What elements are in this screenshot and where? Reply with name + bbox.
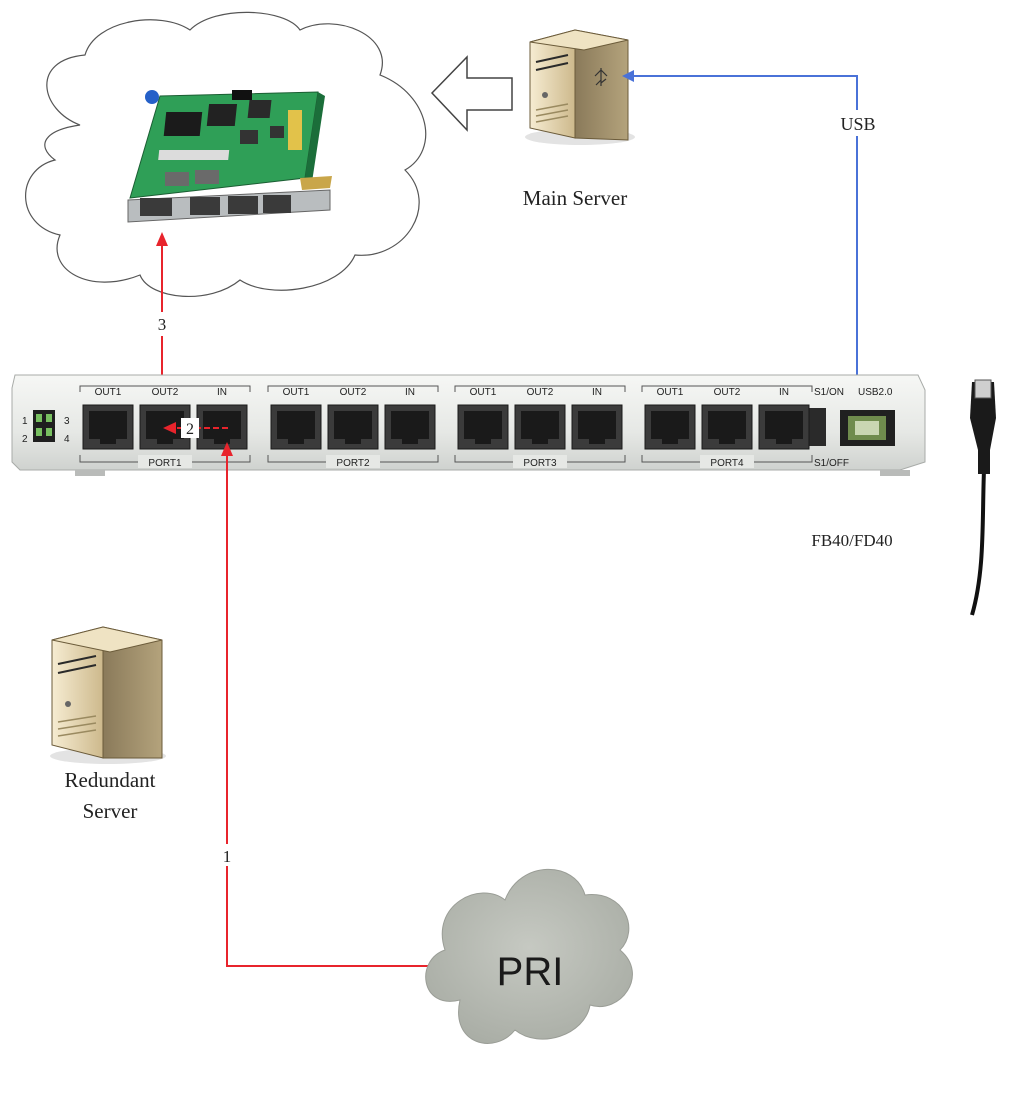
rj45-jack-opening: [277, 411, 315, 439]
jack-label: OUT1: [283, 387, 310, 398]
switch-off-label: S1/OFF: [814, 458, 849, 469]
jack-label: OUT2: [152, 387, 179, 398]
jack-label: IN: [217, 387, 227, 398]
rj45-jack-latch: [776, 436, 792, 444]
main-server-icon: [525, 29, 635, 145]
rj45-jack-opening: [334, 411, 372, 439]
jack-label: OUT1: [657, 387, 684, 398]
rj45-jack-opening: [651, 411, 689, 439]
usb-connection-line: [622, 70, 863, 412]
rj45-jack-opening: [708, 411, 746, 439]
led-label: 4: [64, 434, 70, 445]
led-label: 2: [22, 434, 28, 445]
port-bracket-top: [641, 385, 813, 392]
jack-label: IN: [779, 387, 789, 398]
led-label: 3: [64, 416, 70, 427]
rj45-jack-opening: [391, 411, 429, 439]
port-label-bg: [513, 455, 567, 468]
port-group-label: PORT3: [523, 458, 557, 469]
port-group-label: PORT2: [336, 458, 370, 469]
step-1-label: 1: [223, 847, 232, 866]
rj45-jack-latch: [345, 436, 361, 444]
usb-cable-icon: [970, 379, 996, 616]
usb-label: USB: [840, 114, 875, 134]
redundant-server-label-line2: Server: [83, 799, 138, 823]
step-3-label: 3: [158, 315, 167, 334]
jack-label: IN: [592, 387, 602, 398]
rj45-jack-opening: [146, 411, 184, 439]
rj45-jack-opening: [203, 411, 241, 439]
rj45-jack-latch: [532, 436, 548, 444]
rj45-jack-opening: [765, 411, 803, 439]
port-group-label: PORT4: [710, 458, 744, 469]
port-label-bg: [326, 455, 380, 468]
jack-label: OUT2: [714, 387, 741, 398]
left-arrow-icon: [430, 55, 513, 132]
port-label-bg: [138, 455, 192, 468]
rj45-jack-latch: [214, 436, 230, 444]
redundant-server-icon: [50, 626, 166, 764]
port-bracket-top: [267, 385, 439, 392]
device-model-label: FB40/FD40: [811, 531, 892, 550]
rj45-jack-latch: [288, 436, 304, 444]
rj45-jack-latch: [475, 436, 491, 444]
rj45-jack-latch: [662, 436, 678, 444]
rj45-jack-latch: [402, 436, 418, 444]
pri-label: PRI: [497, 950, 564, 994]
redundant-server-label-line1: Redundant: [65, 768, 156, 792]
pri-cloud: [425, 868, 633, 1044]
pci-card-illustration: [127, 90, 332, 223]
rj45-jack-opening: [578, 411, 616, 439]
led-label: 1: [22, 416, 28, 427]
rj45-jack-opening: [89, 411, 127, 439]
device-labels: OUT1 OUT2 IN PORT1 OUT1 OUT2 IN PORT2 OUT1 OUT2 IN…: [22, 385, 893, 469]
jack-label: OUT1: [95, 387, 122, 398]
rj45-jack-latch: [589, 436, 605, 444]
step-2-label: 2: [186, 421, 194, 438]
usb-port-label: USB2.0: [858, 387, 893, 398]
port-group-label: PORT1: [148, 458, 182, 469]
port-label-bg: [700, 455, 754, 468]
jack-label: OUT2: [340, 387, 367, 398]
switch-on-label: S1/ON: [814, 387, 844, 398]
connection-1-line: [221, 442, 502, 967]
main-server-label: Main Server: [523, 186, 627, 210]
jack-label: OUT2: [527, 387, 554, 398]
jack-label: OUT1: [470, 387, 497, 398]
rj45-jack-opening: [464, 411, 502, 439]
port-bracket-top: [454, 385, 626, 392]
rj45-jack-latch: [157, 436, 173, 444]
rj45-jack-opening: [521, 411, 559, 439]
port-bracket-top: [79, 385, 251, 392]
rj45-jack-latch: [719, 436, 735, 444]
rj45-jack-latch: [100, 436, 116, 444]
jack-label: IN: [405, 387, 415, 398]
